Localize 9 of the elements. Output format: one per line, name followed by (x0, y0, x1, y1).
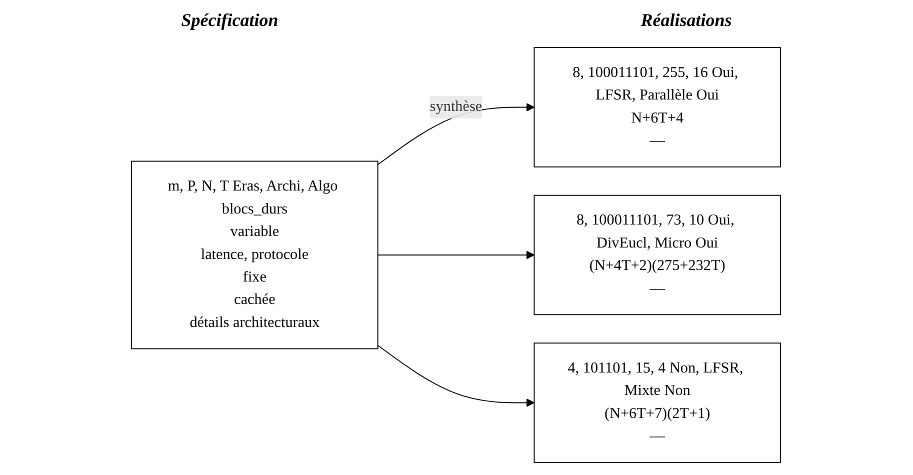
edge-label: synthèse (430, 98, 483, 115)
column-heading: Spécification (181, 10, 278, 30)
node-box: m, P, N, T Eras, Archi, Algo blocs_durs variable latence, protocole fixe cachée détails architecturaux (132, 160, 379, 350)
node-box: 8, 100011101, 255, 16 Oui, LFSR, Parallèle Oui N+6T+4 — (534, 47, 782, 168)
arrow (378, 250, 536, 260)
node-box: 4, 101101, 15, 4 Non, LFSR, Mixte Non (N+6T+7)(2T+1) — (534, 342, 782, 463)
column-heading: Réalisations (640, 10, 732, 30)
arrow (378, 344, 536, 407)
node-box: 8, 100011101, 73, 10 Oui, DivEucl, Micro Oui (N+4T+2)(275+232T) — (534, 194, 782, 316)
